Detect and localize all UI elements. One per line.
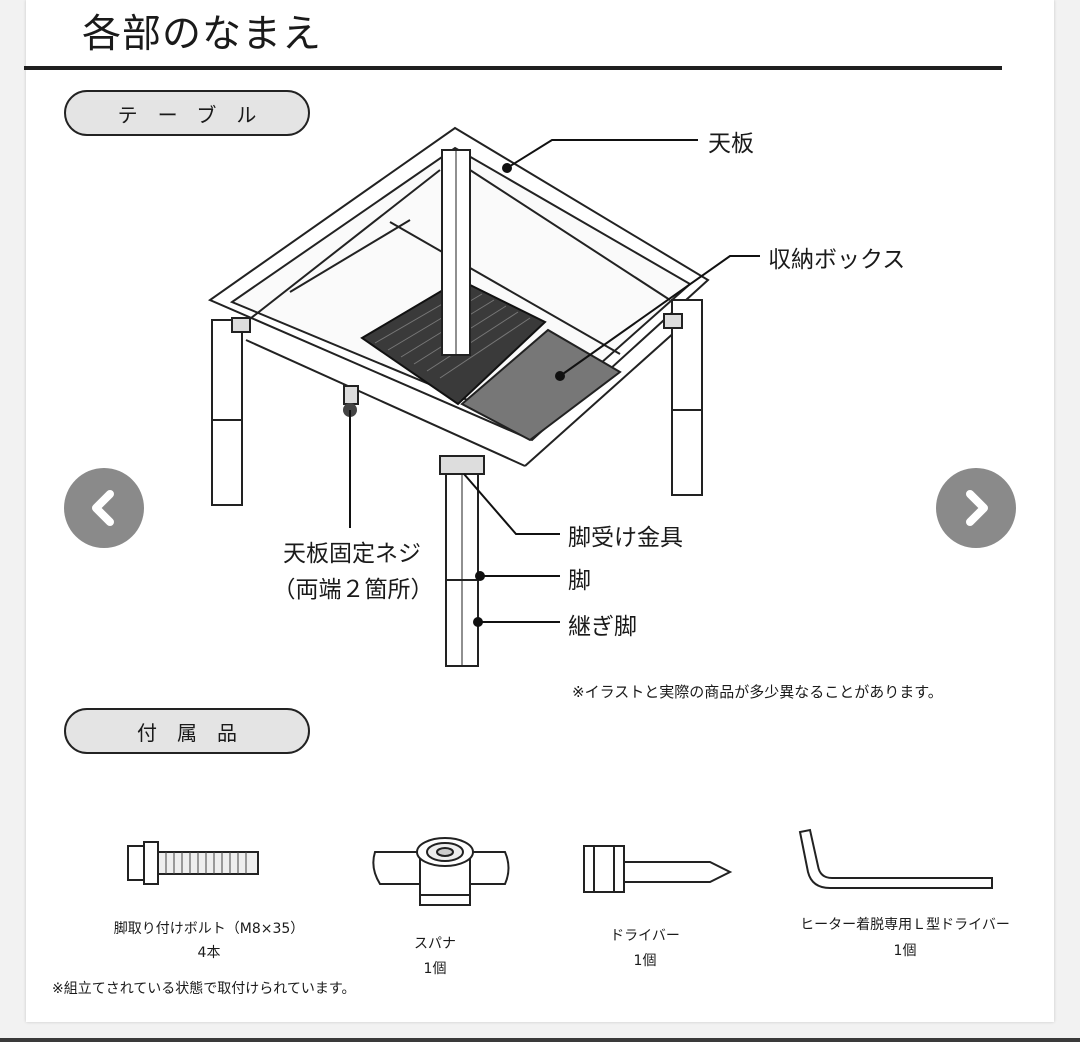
section-label-accessories: 付属品	[64, 708, 310, 754]
label-top-board: 天板	[708, 131, 754, 157]
chevron-left-icon	[92, 490, 114, 526]
left-leg	[211, 319, 243, 506]
assembled-note: ※組立てされている状態で取付けられています。	[52, 981, 356, 997]
label-leg-bracket: 脚受け金具	[568, 525, 683, 551]
accessory-bolt-name: 脚取り付けボルト（M8×35）	[113, 921, 305, 937]
accessory-l-driver-name: ヒーター着脱専用Ｌ型ドライバー	[800, 917, 1010, 933]
label-storage-box: 収納ボックス	[768, 247, 906, 273]
illustration-note: ※イラストと実際の商品が多少異なることがあります。	[572, 683, 943, 701]
label-extension-leg: 継ぎ脚	[568, 614, 637, 640]
title-divider	[24, 66, 1002, 70]
label-fixing-screw-note: （両端２箇所）	[272, 577, 434, 603]
accessory-wrench-name: スパナ	[414, 936, 456, 952]
prev-button[interactable]	[64, 468, 144, 548]
right-leg	[671, 299, 703, 496]
bolt-icon	[127, 841, 259, 885]
l-driver-icon	[798, 828, 993, 889]
label-fixing-screw: 天板固定ネジ	[283, 541, 421, 567]
accessory-wrench-qty: 1個	[423, 961, 447, 977]
page-title: 各部のなまえ	[82, 12, 323, 57]
next-button[interactable]	[936, 468, 1016, 548]
accessory-l-driver-qty: 1個	[893, 943, 917, 959]
accessory-screwdriver-qty: 1個	[633, 953, 657, 969]
accessory-bolt-qty: 4本	[197, 945, 221, 961]
chevron-right-icon	[966, 490, 988, 526]
storage-box	[460, 328, 622, 442]
accessory-screwdriver-name: ドライバー	[610, 928, 680, 944]
screwdriver-icon	[583, 845, 733, 893]
wrench-icon	[372, 837, 510, 906]
bottom-divider	[0, 1038, 1080, 1042]
section-label-table: テーブル	[64, 90, 310, 136]
label-leg: 脚	[568, 568, 591, 594]
